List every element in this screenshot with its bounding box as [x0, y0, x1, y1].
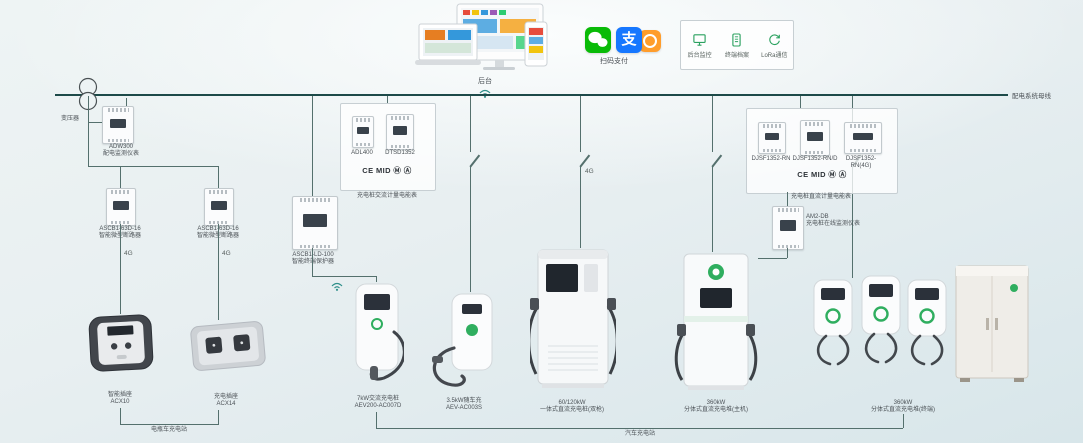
- connector: [712, 166, 713, 252]
- dc-meter-box-label: 充电桩直流计量电能表: [790, 194, 851, 200]
- pile-monitor-device: [772, 206, 804, 250]
- wifi-icon: [479, 89, 491, 98]
- connector: [218, 410, 219, 424]
- connector: [88, 96, 89, 166]
- dc-meter-1: [758, 122, 786, 154]
- feature-archive: 终端档案: [720, 32, 754, 59]
- gateway-meter-device: [102, 106, 134, 144]
- ac-meter-2-label: DTSD1352: [385, 150, 415, 156]
- feature-box: 后台监控 终端档案 LoRa通信: [680, 20, 794, 70]
- connector: [470, 166, 471, 292]
- wifi-icon: [331, 282, 343, 291]
- bus-label: 配电系统母线: [1012, 93, 1051, 100]
- power-cabinet-device: [955, 265, 1029, 382]
- 4g-label: 4G: [124, 250, 133, 257]
- dc-meter-1-label: DJSF1352-RN: [751, 156, 791, 162]
- connector: [580, 96, 581, 152]
- connector: [88, 166, 218, 167]
- smart-breaker-1: [106, 188, 136, 226]
- 4g-label: 4G: [585, 168, 594, 175]
- wallbox-charger-device: [355, 283, 404, 381]
- charger-terminal-3: [907, 279, 947, 366]
- charger-terminal-2: [861, 275, 901, 364]
- connector: [312, 96, 313, 196]
- dc-meter-3: [844, 122, 882, 154]
- connector: [712, 96, 713, 152]
- connector: [376, 412, 377, 428]
- connector: [88, 122, 102, 123]
- transformer-label: 变压器: [60, 116, 79, 122]
- connector: [312, 276, 376, 277]
- monitor-laptop-phone-icon: [415, 3, 548, 70]
- feature-monitoring: 后台监控: [683, 32, 717, 59]
- payment-label: 扫码支付: [600, 58, 628, 65]
- terminal-protector-label: ASCB1-LD-100智能终端保护器: [268, 252, 358, 266]
- dc-meter-2: [800, 120, 830, 156]
- connector: [218, 166, 219, 188]
- cert-marks: CE MID Ⓜ Ⓐ: [797, 170, 847, 179]
- dc-stack-host-device: [674, 253, 758, 390]
- charger-terminal-1: [813, 279, 853, 366]
- feature-label: 后台监控: [687, 52, 712, 59]
- cert-marks: CE MID Ⓜ Ⓐ: [362, 166, 412, 175]
- group-bracket: [120, 424, 219, 425]
- ac-meter-1: [352, 116, 374, 148]
- connector: [120, 166, 121, 188]
- dc-charger-pile-device: [530, 249, 616, 388]
- car-station-group-label: 汽车充电站: [624, 431, 655, 437]
- antenna-icon: [126, 98, 127, 106]
- feature-lora: LoRa通信: [757, 32, 791, 59]
- wechat-icon: [585, 27, 611, 53]
- connector: [903, 414, 904, 428]
- monitor-outline-icon: [693, 33, 706, 46]
- main-bus-line: [55, 94, 1008, 96]
- connector: [218, 224, 219, 320]
- connector: [376, 276, 377, 282]
- smart-breaker-2: [204, 188, 234, 226]
- dc-meter-3-label: DJSF1352-RN(4G): [845, 156, 877, 169]
- connector: [580, 166, 581, 248]
- portable-charger-device: [432, 293, 493, 387]
- connector: [758, 258, 787, 259]
- connector: [470, 96, 471, 152]
- 4g-label: 4G: [222, 250, 231, 257]
- platform-label: 后台: [478, 78, 492, 85]
- connector: [120, 408, 121, 424]
- connector: [387, 96, 388, 103]
- terminal-protector-device: [292, 196, 338, 250]
- connector: [787, 192, 788, 206]
- smart-socket-device: [88, 314, 154, 372]
- ac-meter-box-label: 充电桩交流计量电能表: [356, 193, 417, 199]
- smart-breaker-1-label: ASCB1-63D-16智能微型断路器: [70, 226, 170, 240]
- network-cycle-icon: [769, 33, 780, 45]
- connector: [800, 96, 801, 108]
- ac-meter-2: [386, 114, 414, 150]
- document-outline-icon: [732, 32, 742, 47]
- alipay-icon: 支: [616, 27, 642, 53]
- feature-label: LoRa通信: [761, 52, 788, 59]
- connector: [787, 248, 788, 258]
- platform-devices: [415, 2, 555, 82]
- dc-meter-2-label: DJSF1352-RN/D: [792, 156, 838, 162]
- smart-breaker-2-label: ASCB1-63D-16智能微型断路器: [168, 226, 268, 240]
- connector: [120, 224, 121, 314]
- connector: [852, 166, 853, 278]
- dual-socket-device: [190, 321, 266, 371]
- ac-meter-1-label: ADL400: [351, 150, 373, 156]
- unionpay-icon: [639, 30, 661, 52]
- group-bracket: [376, 428, 903, 429]
- feature-label: 终端档案: [724, 52, 749, 59]
- ebike-station-group-label: 电瓶车充电站: [150, 427, 187, 433]
- connector: [312, 248, 313, 276]
